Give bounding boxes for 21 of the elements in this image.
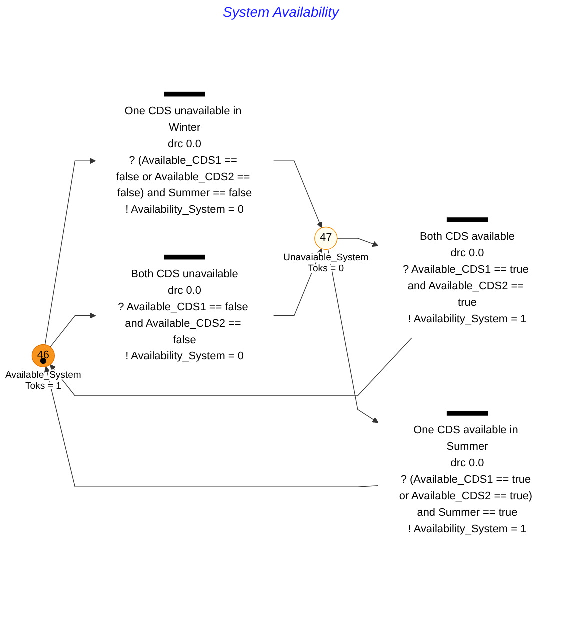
node-label: 47	[320, 232, 332, 244]
node-label: drc 0.0	[168, 138, 202, 150]
transition-label: Both CDS unavailable drc 0.0 ? Available_CDS1 == false and Available_CDS2 == false ! Availability_System = 0	[118, 268, 248, 362]
node-label: ? (Available_CDS1 == false or Available_CDS2 == false) and Summer == false	[116, 154, 252, 200]
node-label: ? Available_CDS1 == false and Available_CDS2 == false	[118, 302, 248, 346]
node-label: ! Availability_System = 1	[408, 523, 527, 536]
node-label: ? (Available_CDS1 == true or Available_CDS2 == true) and Summer == true	[399, 474, 533, 519]
transition-label: One CDS unavailable in Winter drc 0.0 ? (Available_CDS1 == false or Available_CDS2 == false) and Summer == false ! Availability_System = 0	[116, 106, 252, 216]
title: System Availability	[222, 3, 340, 22]
node-label: ! Availability_System = 0	[126, 204, 244, 216]
node-label: ! Availability_System = 1	[408, 313, 527, 326]
node-label: drc 0.0	[450, 248, 484, 260]
node-label: Both CDS unavailable	[131, 268, 238, 280]
node-label: drc 0.0	[168, 285, 202, 297]
node-label: ! Availability_System = 0	[126, 350, 244, 362]
transition-label: One CDS available in Summer drc 0.0 ? (Available_CDS1 == true or Available_CDS2 == true) and Summer == true ! Availability_System = 1	[399, 424, 533, 536]
transition-label: Both CDS available drc 0.0 ? Available_CDS1 == true and Available_CDS2 == true ! Availability_System = 1	[403, 231, 529, 326]
node-label: ? Available_CDS1 == true and Available_CDS2 == true	[403, 264, 529, 309]
node-label: 46	[37, 350, 50, 362]
node-label: drc 0.0	[450, 458, 484, 470]
node-label: Both CDS available	[420, 231, 515, 243]
